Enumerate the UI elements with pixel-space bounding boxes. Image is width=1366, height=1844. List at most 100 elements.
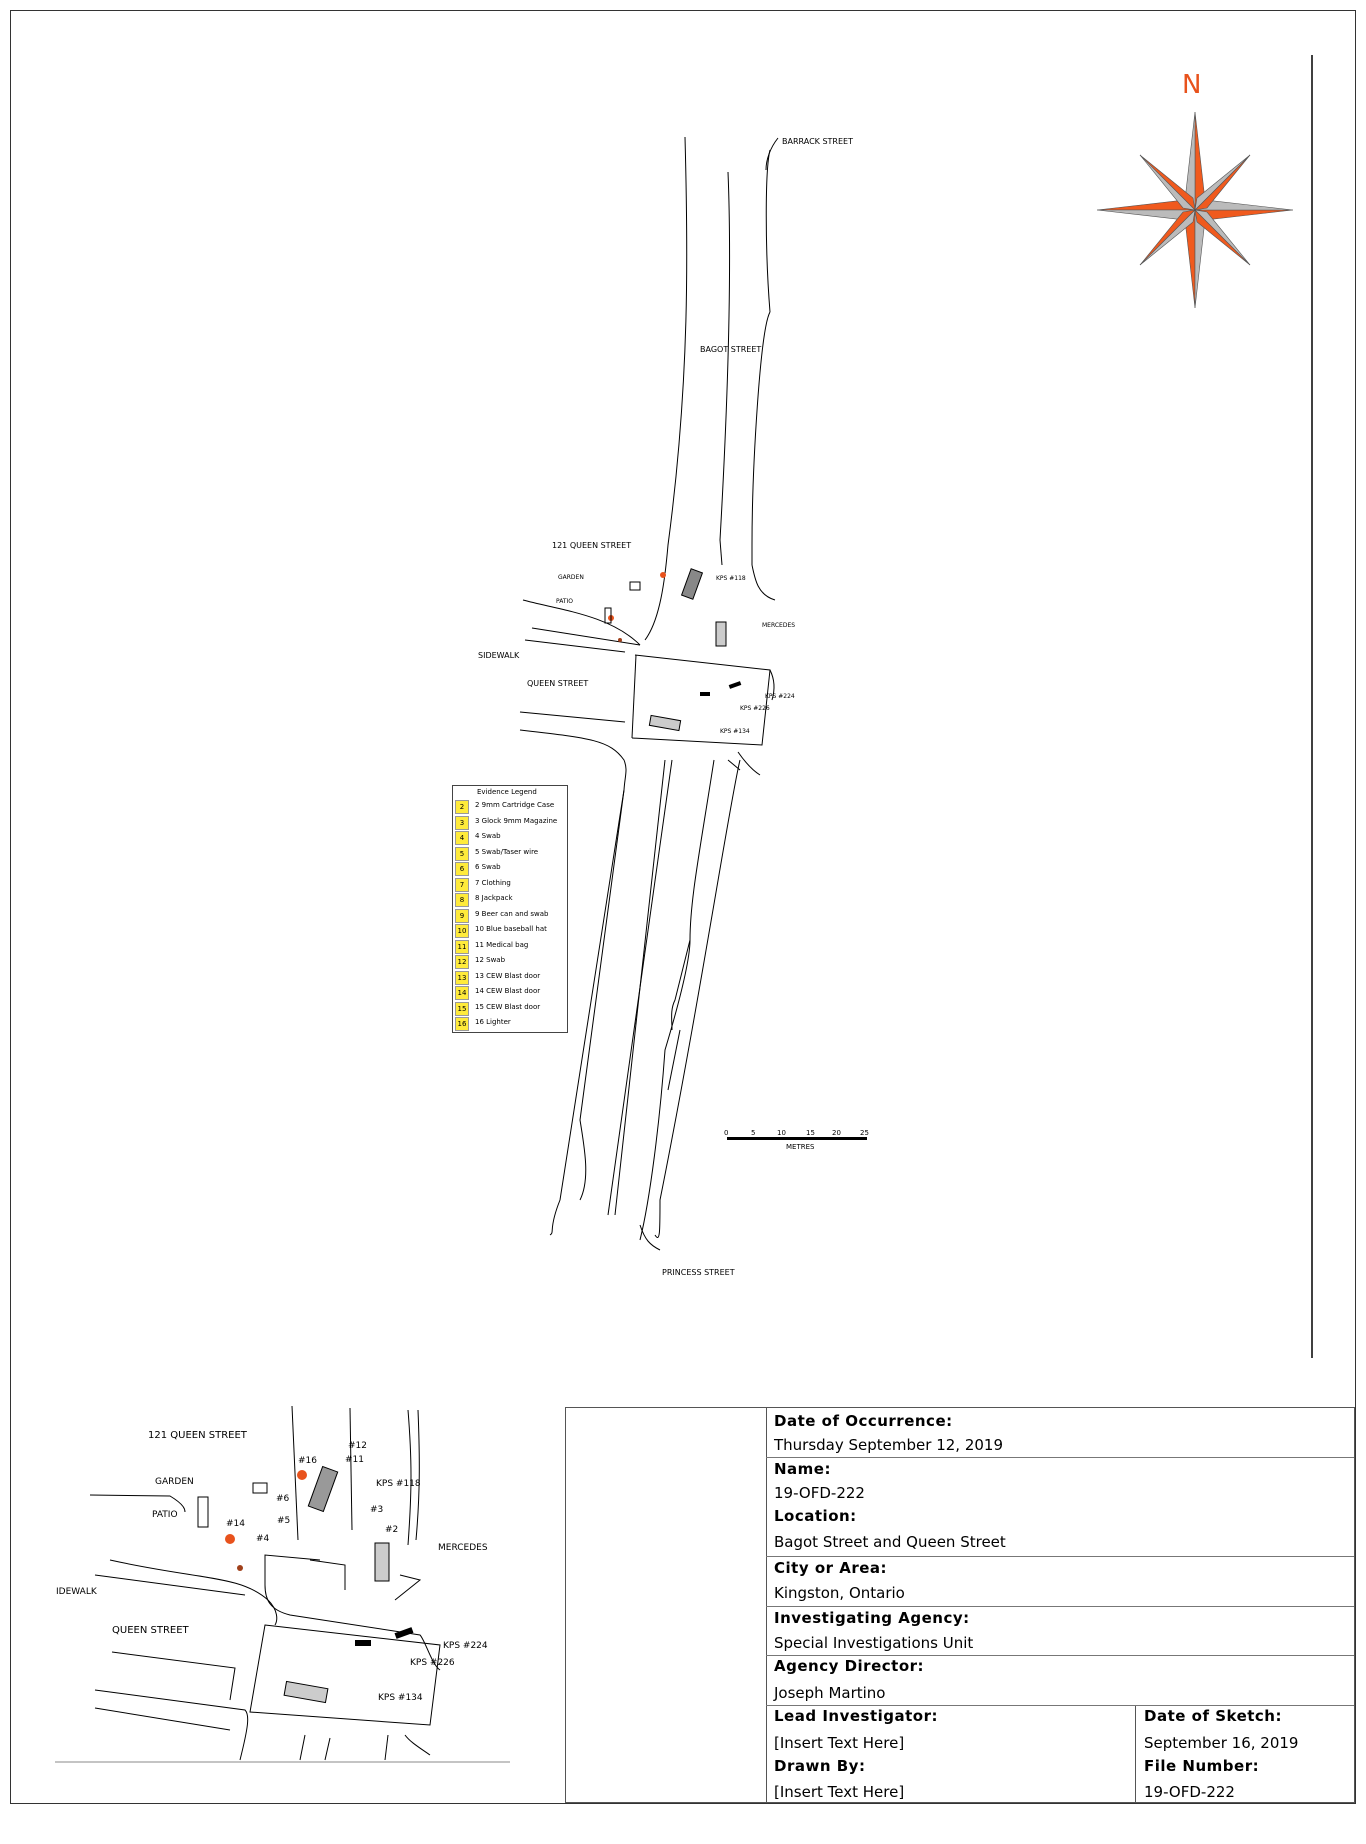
date-sketch-label: Date of Sketch: <box>1144 1707 1282 1725</box>
drawn-by-label: Drawn By: <box>774 1757 866 1775</box>
file-number-label: File Number: <box>1144 1757 1260 1775</box>
north-label: N <box>1182 70 1202 100</box>
inset-e2-label: #2 <box>385 1525 398 1535</box>
inset-evidence-14 <box>225 1534 235 1544</box>
evidence-marker-16 <box>660 572 666 578</box>
legend-title: Evidence Legend <box>477 788 537 796</box>
inset-kps226-label: KPS #226 <box>410 1658 455 1668</box>
inset-labels: 121 QUEEN STREET GARDEN PATIO IDEWALK QU… <box>56 1430 488 1703</box>
inset-kps118-label: KPS #118 <box>376 1479 421 1489</box>
inset-e12-label: #12 <box>348 1441 367 1451</box>
inset-mercedes-icon <box>374 1542 390 1582</box>
file-number-value: 19-OFD-222 <box>1144 1783 1235 1801</box>
kps224-label: KPS #224 <box>765 693 795 700</box>
patio-hatch <box>604 607 612 624</box>
inset-queen-street-label: QUEEN STREET <box>112 1625 190 1636</box>
inset-map <box>55 1405 510 1763</box>
inset-mercedes-label: MERCEDES <box>438 1543 488 1553</box>
lead-investigator-value: [Insert Text Here] <box>774 1734 905 1752</box>
queen-address-label: 121 QUEEN STREET <box>552 541 631 550</box>
inset-e5-label: #5 <box>277 1516 290 1526</box>
sketch-file-cell: Date of Sketch: September 16, 2019 File … <box>1136 1706 1354 1802</box>
svg-text:25: 25 <box>860 1129 869 1137</box>
drawing-sheet <box>10 10 1356 1804</box>
title-block: Date of Occurrence: Thursday September 1… <box>565 1407 1355 1803</box>
evidence-marker-red <box>618 638 622 642</box>
garden-box <box>629 581 641 591</box>
name-value: 19-OFD-222 <box>774 1484 865 1502</box>
mercedes-label: MERCEDES <box>762 622 795 629</box>
road-lines <box>519 136 779 1251</box>
date-sketch-value: September 16, 2019 <box>1144 1734 1299 1752</box>
inset-markers <box>197 1465 414 1704</box>
inset-evidence-dot <box>237 1565 243 1571</box>
agency-value: Special Investigations Unit <box>774 1634 974 1652</box>
inset-e4-label: #4 <box>256 1534 270 1544</box>
compass-rose-icon <box>1096 111 1294 309</box>
inset-kps118-icon <box>307 1465 339 1513</box>
inset-kps134-icon <box>283 1680 329 1704</box>
vehicle-kps226-icon <box>700 692 710 696</box>
queen-street-label: QUEEN STREET <box>527 679 588 688</box>
director-cell: Agency Director: Joseph Martino <box>766 1656 1354 1706</box>
incident-area <box>604 568 742 732</box>
title-block-blank-cell <box>566 1408 767 1802</box>
city-value: Kingston, Ontario <box>774 1584 905 1602</box>
lead-investigator-label: Lead Investigator: <box>774 1707 938 1725</box>
lead-drawn-cell: Lead Investigator: [Insert Text Here] Dr… <box>766 1706 1136 1802</box>
svg-text:15: 15 <box>806 1129 815 1137</box>
vehicle-kps118-icon <box>680 568 704 600</box>
location-label: Location: <box>774 1507 857 1525</box>
kps134-label: KPS #134 <box>720 728 750 735</box>
princess-street-label: PRINCESS STREET <box>662 1268 735 1277</box>
vehicle-mercedes-icon <box>715 621 727 647</box>
date-occurrence-cell: Date of Occurrence: Thursday September 1… <box>766 1408 1354 1458</box>
location-value: Bagot Street and Queen Street <box>774 1533 1006 1551</box>
name-location-cell: Name: 19-OFD-222 Location: Bagot Street … <box>766 1458 1354 1557</box>
agency-label: Investigating Agency: <box>774 1609 970 1627</box>
vehicle-kps134-icon <box>648 714 682 732</box>
drawn-by-value: [Insert Text Here] <box>774 1783 905 1801</box>
inset-sidewalk-label: IDEWALK <box>56 1587 98 1597</box>
director-value: Joseph Martino <box>774 1684 886 1702</box>
map-labels: BARRACK STREET BAGOT STREET 121 QUEEN ST… <box>478 137 853 1277</box>
director-label: Agency Director: <box>774 1657 925 1675</box>
inset-e6-label: #6 <box>276 1494 290 1504</box>
svg-text:10: 10 <box>777 1129 786 1137</box>
inset-patio-hatch <box>197 1496 209 1528</box>
svg-text:5: 5 <box>751 1129 755 1137</box>
city-label: City or Area: <box>774 1559 888 1577</box>
svg-text:METRES: METRES <box>786 1143 815 1151</box>
agency-cell: Investigating Agency: Special Investigat… <box>766 1607 1354 1656</box>
inset-kps134-label: KPS #134 <box>378 1693 423 1703</box>
inset-garden-box <box>252 1482 268 1494</box>
inset-e14-label: #14 <box>226 1519 245 1529</box>
inset-kps224-icon <box>394 1627 414 1639</box>
kps118-label: KPS #118 <box>716 575 746 582</box>
patio-label: PATIO <box>556 598 573 605</box>
inset-e16-label: #16 <box>298 1456 317 1466</box>
name-label: Name: <box>774 1460 831 1478</box>
date-occurrence-value: Thursday September 12, 2019 <box>774 1436 1003 1454</box>
barrack-street-label: BARRACK STREET <box>782 137 853 146</box>
scale-bar: 0 5 10 15 20 25 METRES <box>724 1129 869 1151</box>
inset-patio-label: PATIO <box>152 1510 178 1520</box>
svg-text:20: 20 <box>832 1129 841 1137</box>
inset-evidence-16 <box>297 1470 307 1480</box>
